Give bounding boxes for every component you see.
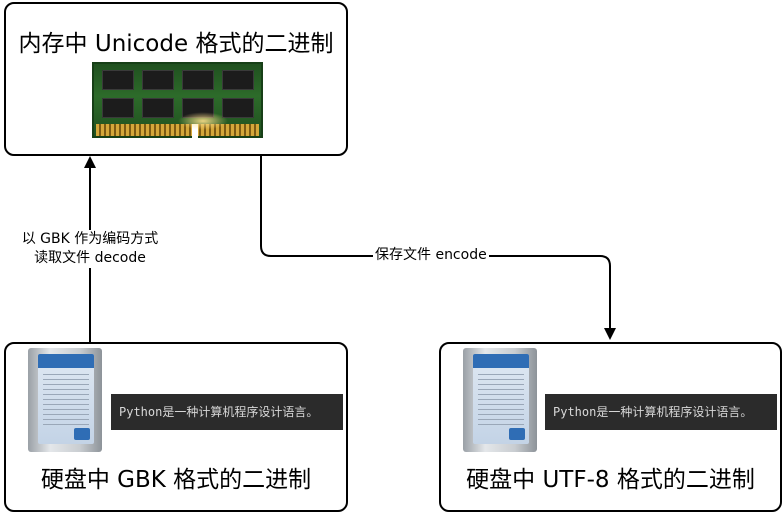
utf8-disk-title: 硬盘中 UTF-8 格式的二进制 [466,467,755,493]
encode-arrow [260,156,611,330]
encode-edge-label: 保存文件 encode [373,246,489,265]
decode-edge-label: 以 GBK 作为编码方式 读取文件 decode [0,230,180,268]
gbk-disk-node: Python是一种计算机程序设计语言。 硬盘中 GBK 格式的二进制 [4,342,348,512]
ram-stick-icon [92,62,263,138]
decode-label-line1: 以 GBK 作为编码方式 [21,231,159,247]
memory-node: 内存中 Unicode 格式的二进制 [4,2,348,156]
gbk-disk-title: 硬盘中 GBK 格式的二进制 [40,467,312,493]
encode-arrowhead-icon [604,328,616,340]
utf8-file-content: Python是一种计算机程序设计语言。 [545,394,777,430]
decode-arrowhead-icon [84,156,96,168]
gbk-file-content: Python是一种计算机程序设计语言。 [111,394,343,430]
decode-label-line2: 读取文件 decode [34,250,146,266]
memory-title: 内存中 Unicode 格式的二进制 [18,31,334,57]
utf8-disk-node: Python是一种计算机程序设计语言。 硬盘中 UTF-8 格式的二进制 [439,342,782,512]
hard-drive-icon [28,348,102,452]
hard-drive-icon [463,348,537,452]
